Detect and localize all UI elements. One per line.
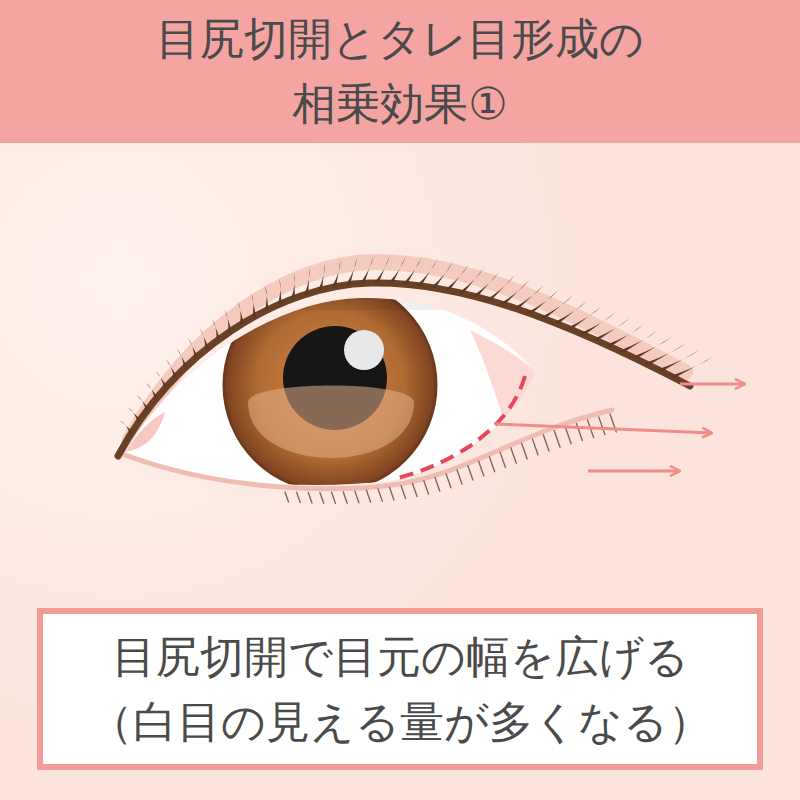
text-box: 目尻切開で目元の幅を広げる（白目の見える量が多くなる） xyxy=(37,608,763,770)
upper-lash xyxy=(606,324,644,347)
lower-lash xyxy=(285,492,289,502)
lower-lash xyxy=(366,490,370,502)
lower-lash xyxy=(308,493,312,504)
lower-lash xyxy=(511,448,516,464)
upper-lash xyxy=(238,301,244,326)
lower-lash xyxy=(479,461,484,476)
upper-lash xyxy=(658,350,700,372)
lower-lash xyxy=(522,443,528,459)
lower-lash xyxy=(424,481,429,494)
iris xyxy=(224,279,436,491)
iris-reflection xyxy=(248,386,414,459)
lower-lash xyxy=(446,474,451,488)
upper-lash xyxy=(251,293,256,318)
lower-lash xyxy=(532,439,538,455)
lower-lash xyxy=(554,431,560,448)
upper-lash xyxy=(487,276,515,301)
box-text: （白目の見える量が多くなる） xyxy=(89,689,712,754)
lower-lash xyxy=(332,492,336,503)
upper-lash xyxy=(645,343,686,365)
upper-lash xyxy=(200,328,209,350)
lower-lash xyxy=(489,457,494,472)
upper-lash xyxy=(304,267,309,294)
lower-lash xyxy=(435,478,440,492)
upper-lash xyxy=(265,285,269,311)
upper-lash xyxy=(374,256,390,283)
lower-lash xyxy=(468,466,473,480)
lower-lash xyxy=(401,486,405,499)
upper-lash xyxy=(417,259,438,286)
box-text: 目尻切開で目元の幅を広げる xyxy=(112,624,689,689)
upper-lash xyxy=(346,257,357,285)
upper-lash xyxy=(632,337,672,359)
upper-lash xyxy=(146,383,158,401)
upper-lash xyxy=(332,260,341,288)
lower-lash xyxy=(378,489,382,501)
lower-lash xyxy=(355,491,359,503)
upper-lash xyxy=(580,312,616,335)
lower-lash xyxy=(390,487,394,499)
upper-lash xyxy=(593,318,630,341)
upper-lid-line xyxy=(118,283,690,456)
upper-lash xyxy=(120,420,133,435)
upper-lash xyxy=(619,330,658,353)
eyelashes xyxy=(120,256,714,503)
lower-lash xyxy=(565,427,571,444)
upper-lash xyxy=(567,306,602,329)
upper-lash xyxy=(431,262,453,288)
lower-lash xyxy=(599,417,605,435)
incision-line xyxy=(398,376,525,478)
upper-lash xyxy=(156,371,168,390)
lower-lash xyxy=(320,492,324,503)
upper-lash xyxy=(318,263,325,291)
upper-lash xyxy=(445,264,469,290)
widen-arrow xyxy=(680,383,745,386)
upper-lash xyxy=(360,256,373,283)
widen-arrow xyxy=(495,424,712,433)
upper-lash xyxy=(128,407,141,423)
upper-lash xyxy=(403,258,422,285)
highlight xyxy=(344,330,384,370)
upper-lash xyxy=(291,273,295,300)
lower-lid xyxy=(125,410,612,489)
widen-arrow xyxy=(588,470,680,473)
lower-lash xyxy=(343,492,347,503)
upper-lash xyxy=(177,349,187,369)
upper-lash xyxy=(459,268,484,294)
upper-lash xyxy=(278,279,282,305)
title: 目尻切開とタレ目形成の 相乗効果① xyxy=(100,6,700,136)
lower-lash xyxy=(297,492,301,502)
lower-lash xyxy=(543,435,549,451)
outer-corner-tint xyxy=(470,330,535,422)
lower-lash xyxy=(500,452,505,467)
upper-lash xyxy=(473,271,499,296)
upper-lash xyxy=(212,318,220,341)
upper-lash xyxy=(670,356,713,378)
lower-lash xyxy=(413,483,418,496)
upper-lash xyxy=(388,256,405,283)
upper-lash xyxy=(166,360,177,379)
upper-lash xyxy=(137,395,149,412)
lower-lash xyxy=(457,470,462,484)
upper-lash xyxy=(225,309,232,333)
upper-lash xyxy=(188,338,198,359)
